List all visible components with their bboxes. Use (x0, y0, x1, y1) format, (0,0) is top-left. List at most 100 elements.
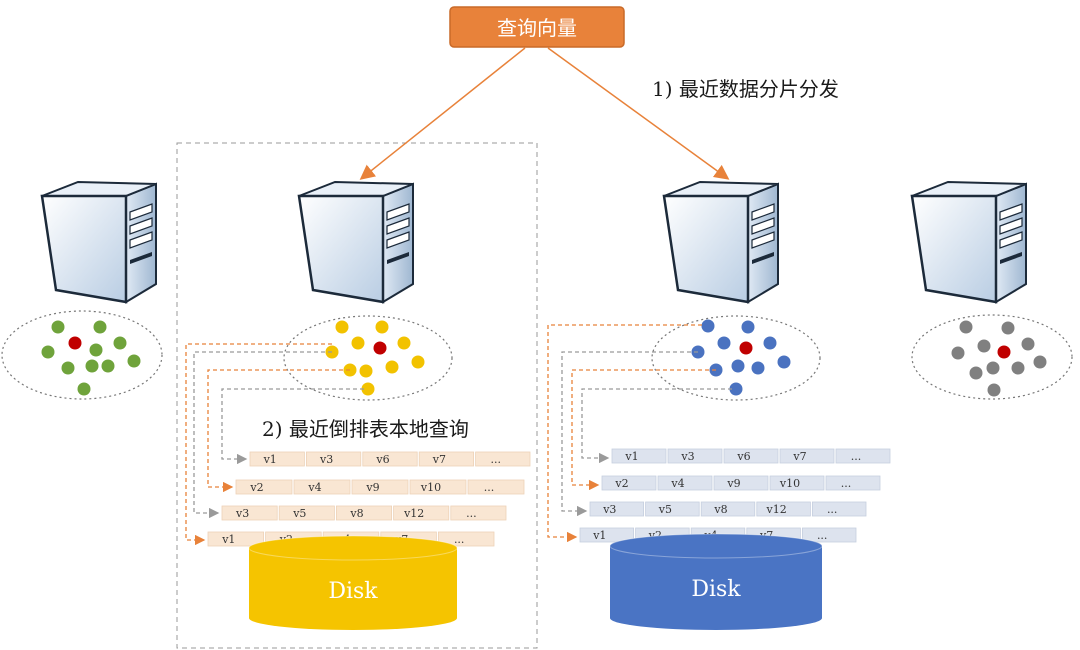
list-cell (611, 448, 667, 464)
vector-point (41, 345, 55, 359)
vector-point (951, 346, 965, 360)
list-cell-label: v10 (420, 481, 441, 494)
vector-point (385, 360, 399, 374)
list-cell (293, 479, 351, 495)
list-cell (305, 451, 362, 467)
list-cell-label: ... (454, 533, 465, 546)
list-cell-label: v1 (592, 529, 606, 542)
vector-point (959, 320, 973, 334)
vector-point (763, 336, 777, 350)
list-cell (278, 505, 335, 521)
vector-point (1001, 321, 1015, 335)
inverted-list-row: v2 v4 v9 v10... (235, 479, 525, 495)
list-cell (409, 479, 467, 495)
vector-point (741, 320, 755, 334)
list-cell (812, 501, 867, 517)
vector-cluster (651, 315, 821, 401)
vector-point (101, 359, 115, 373)
list-cell (713, 475, 769, 491)
vector-point (351, 336, 365, 350)
list-cell-label: v4 (670, 477, 684, 490)
vector-point (113, 336, 127, 350)
vector-point (51, 320, 65, 334)
list-cell-label: v1 (263, 453, 277, 466)
list-cell (418, 451, 475, 467)
list-cell (756, 501, 811, 517)
list-cell-label: ... (484, 481, 495, 494)
list-cell-label: v1 (624, 450, 638, 463)
query-vector-box: 查询向量 (449, 6, 625, 48)
list-cell (207, 531, 264, 547)
vector-point (77, 382, 91, 396)
vector-point (1021, 337, 1035, 351)
list-pointer-arrow (207, 369, 350, 493)
list-cell-label: v12 (403, 507, 424, 520)
list-cell (700, 501, 756, 517)
vector-point (969, 366, 983, 380)
list-cell (601, 475, 657, 491)
list-cell (825, 475, 881, 491)
list-cell (835, 448, 891, 464)
list-cell (779, 448, 835, 464)
list-cell-label: v10 (779, 477, 800, 490)
vector-point (335, 320, 349, 334)
vector-cluster (911, 314, 1073, 400)
list-cell (249, 451, 305, 467)
vector-point (1033, 355, 1047, 369)
vector-point (89, 343, 103, 357)
list-cell-label: v3 (680, 450, 694, 463)
list-cell-label: v4 (307, 481, 321, 494)
dispatch-arrow-right (547, 47, 730, 180)
list-cell (235, 479, 293, 495)
list-cell-label: ... (841, 477, 852, 490)
vector-point (751, 361, 765, 375)
list-cell-label: v6 (736, 450, 750, 463)
list-pointer-arrow (221, 388, 364, 465)
vector-point (987, 383, 1001, 397)
list-cell-label: ... (827, 503, 838, 516)
disk-label: Disk (328, 579, 378, 604)
vector-point (397, 336, 411, 350)
vector-point (731, 359, 745, 373)
vector-point (127, 354, 141, 368)
list-cell-label: v9 (365, 481, 379, 494)
list-cell-label: ... (851, 450, 862, 463)
list-cell-label: v6 (375, 453, 389, 466)
list-cell-label: v7 (792, 450, 806, 463)
vector-point (701, 319, 715, 333)
list-pointer-arrow (581, 388, 732, 464)
vector-point (85, 359, 99, 373)
list-cell-label: v8 (713, 503, 727, 516)
query-vector-background (449, 6, 625, 48)
list-cell (723, 448, 779, 464)
disk-label: Disk (691, 577, 741, 602)
list-cell (769, 475, 825, 491)
local-node-boundary (176, 142, 538, 649)
list-cell-label: v5 (292, 507, 306, 520)
list-cell (467, 479, 525, 495)
server-icon (40, 180, 157, 304)
vector-point (361, 382, 375, 396)
list-cell-label: ... (817, 529, 828, 542)
vector-point (359, 364, 373, 378)
vector-point (729, 382, 743, 396)
list-cell (657, 475, 713, 491)
server-icon (662, 180, 779, 304)
vector-point (1011, 361, 1025, 375)
vector-point (986, 361, 1000, 375)
disk-cylinder: Disk (248, 535, 458, 630)
list-pointer-arrow (547, 324, 702, 543)
step1-label: 1) 最近数据分片分发 (652, 77, 839, 101)
vector-point (777, 355, 791, 369)
list-cell-label: v2 (249, 481, 263, 494)
list-pointer-arrow (185, 343, 332, 546)
inverted-list-row: v1 v3 v6 v7... (611, 448, 891, 464)
list-cell (335, 505, 392, 521)
list-cell (802, 527, 857, 543)
list-cell (450, 505, 507, 521)
